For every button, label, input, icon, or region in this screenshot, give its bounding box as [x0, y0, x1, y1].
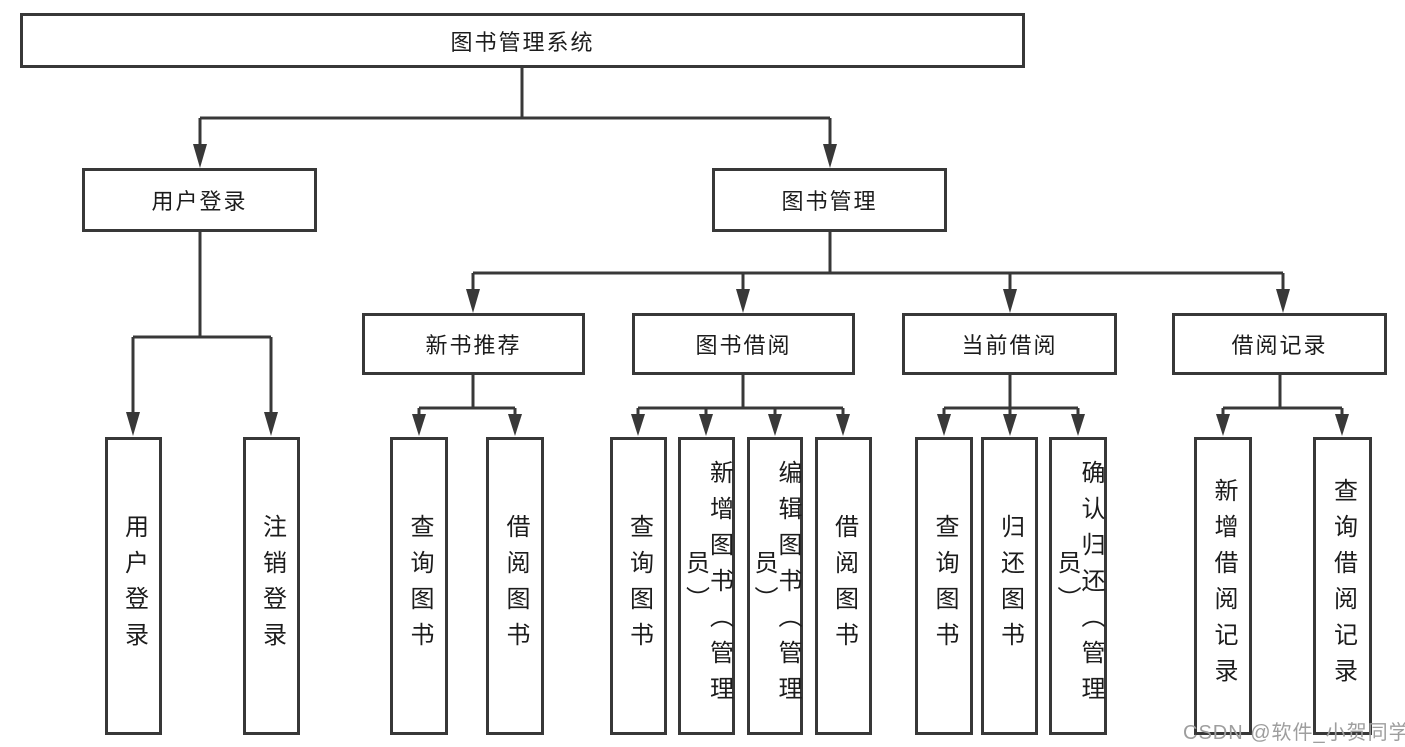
node-book-borrowing: 图书借阅 — [632, 313, 855, 375]
leaf-borrow-books: 借阅图书 — [486, 437, 544, 735]
leaf-query-books: 查询图书 — [915, 437, 973, 735]
node-library-management-system: 图书管理系统 — [20, 13, 1025, 68]
csdn-watermark: CSDN @软件_小贺同学 — [1183, 722, 1405, 744]
leaf-logout: 注销登录 — [243, 437, 300, 735]
node-borrowing-records: 借阅记录 — [1172, 313, 1387, 375]
leaf-confirm-return-admin: 确认归还（管理员） — [1049, 437, 1107, 735]
leaf-query-books: 查询图书 — [610, 437, 667, 735]
leaf-edit-books-admin: 编辑图书（管理员） — [747, 437, 803, 735]
leaf-add-borrow-record: 新增借阅记录 — [1194, 437, 1252, 735]
node-book-management: 图书管理 — [712, 168, 947, 232]
leaf-query-books: 查询图书 — [390, 437, 448, 735]
node-current-borrowing: 当前借阅 — [902, 313, 1117, 375]
leaf-return-books: 归还图书 — [981, 437, 1038, 735]
leaf-add-books-admin: 新增图书（管理员） — [678, 437, 735, 735]
node-new-book-recommendation: 新书推荐 — [362, 313, 585, 375]
leaf-borrow-books: 借阅图书 — [815, 437, 872, 735]
node-user-login: 用户登录 — [82, 168, 317, 232]
leaf-user-login: 用户登录 — [105, 437, 162, 735]
leaf-query-borrow-record: 查询借阅记录 — [1313, 437, 1372, 735]
